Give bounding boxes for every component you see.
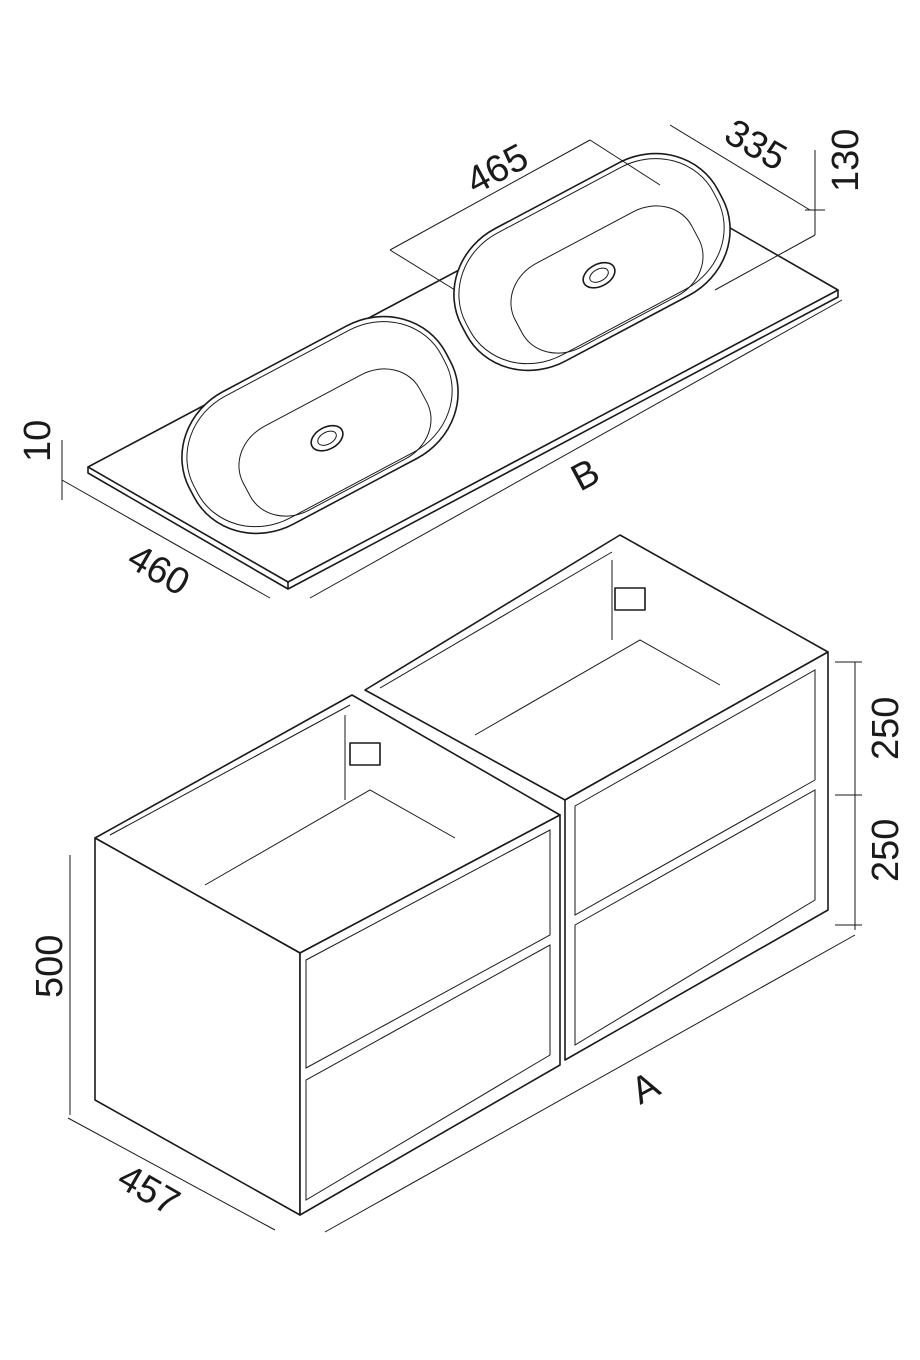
- top-length-label: B: [565, 451, 607, 500]
- top-depth-label: 460: [121, 536, 197, 604]
- basin-length-label: 465: [460, 136, 536, 203]
- basin-width-label: 335: [718, 111, 794, 179]
- cabinet-dimensions: [67, 661, 862, 1233]
- drawer-height-lower-label: 250: [865, 819, 907, 882]
- cabinet-left: [94, 694, 561, 1216]
- drawer-height-upper-label: 250: [865, 697, 907, 760]
- basin-left: [181, 315, 459, 535]
- cabinet-length-label: A: [625, 1064, 668, 1113]
- cabinet-right: [364, 534, 829, 1061]
- cabinet-height-label: 500: [29, 935, 71, 998]
- countertop-dimensions: [61, 124, 843, 599]
- top-thickness-label: 10: [17, 420, 59, 462]
- basin-height-label: 130: [825, 129, 867, 192]
- cabinet-depth-label: 457: [111, 1156, 187, 1224]
- basin-right: [453, 152, 731, 372]
